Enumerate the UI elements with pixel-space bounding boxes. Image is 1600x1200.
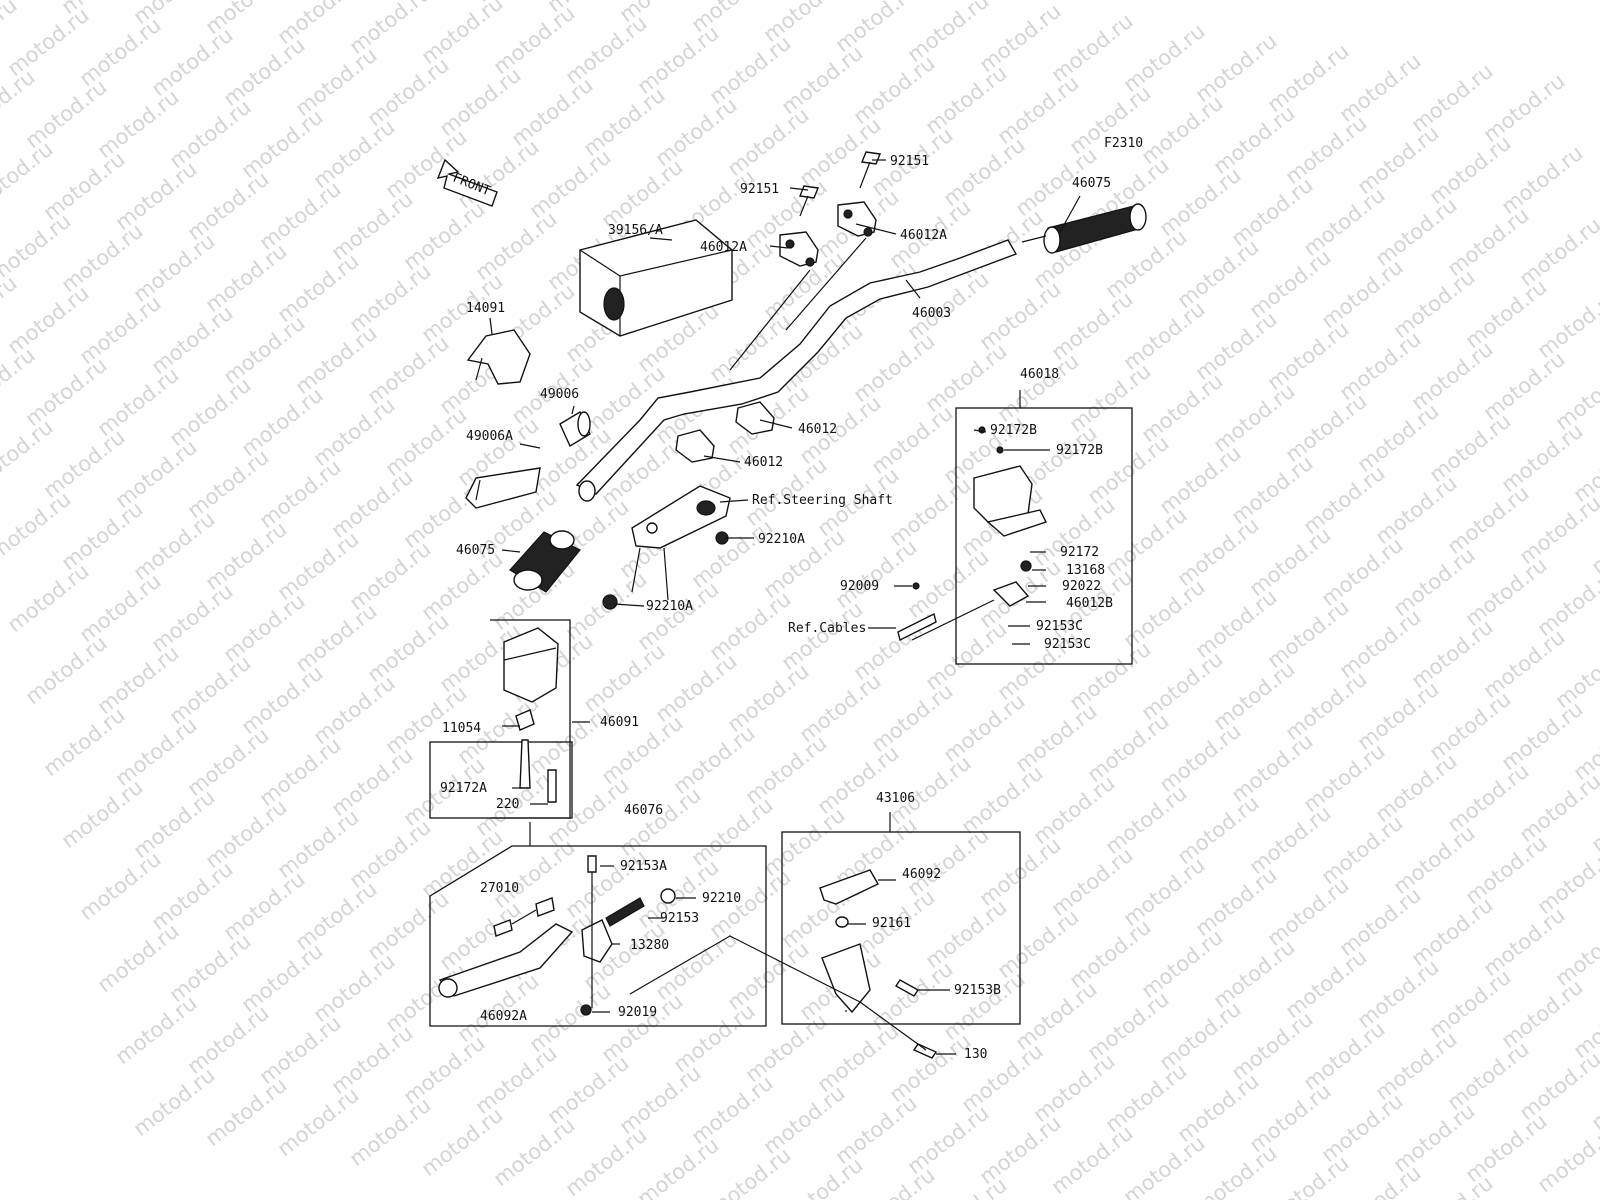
switch-46091: [503, 627, 559, 703]
label-46092: 46092: [902, 867, 941, 882]
bolt-92151-left: [799, 185, 819, 217]
nut-92210A-b: [602, 594, 618, 610]
box-43106: [781, 831, 1021, 1025]
bolt-130: [912, 1043, 938, 1059]
spring-92153: [605, 897, 645, 927]
clamp-46012B: [992, 560, 1032, 607]
label-46092A: 46092A: [480, 1009, 527, 1024]
box-46076: [429, 845, 767, 1027]
switch-46018: [973, 426, 1047, 537]
cable-27010: [493, 897, 555, 937]
lever-46092: [819, 869, 879, 905]
label-220: 220: [496, 797, 519, 812]
label-92161: 92161: [872, 916, 911, 931]
bolt-92151-right: [859, 151, 881, 189]
label-92151-b: 92151: [890, 154, 929, 169]
lower-clamp-b: [675, 429, 715, 463]
label-92172A: 92172A: [440, 781, 487, 796]
handlebar-pad: [579, 219, 733, 337]
label-92210A-b: 92210A: [646, 599, 693, 614]
cap-92161: [835, 916, 849, 928]
label-92210: 92210: [702, 891, 741, 906]
housing-49006A: [465, 467, 541, 509]
label-92151-a: 92151: [740, 182, 779, 197]
label-figure-id: F2310: [1104, 136, 1143, 151]
label-92153B: 92153B: [954, 983, 1001, 998]
steering-plate: [631, 485, 731, 601]
label-92153: 92153: [660, 911, 699, 926]
right-grip: [1021, 203, 1147, 254]
label-92153C-a: 92153C: [1036, 619, 1083, 634]
label-46091: 46091: [600, 715, 639, 730]
label-ref-cables: Ref.Cables: [788, 621, 866, 636]
leader-lines: [489, 159, 1081, 1055]
label-92172B-b: 92172B: [1056, 443, 1103, 458]
label-11054: 11054: [442, 721, 481, 736]
handlebar: [575, 239, 1018, 495]
front-arrow-icon: FRONT: [436, 158, 498, 207]
holder-13280: [581, 919, 613, 963]
label-92153A: 92153A: [620, 859, 667, 874]
label-46012-a: 46012: [798, 422, 837, 437]
label-46018: 46018: [1020, 367, 1059, 382]
label-27010: 27010: [480, 881, 519, 896]
screw-92172A: [519, 739, 531, 789]
lever-46092A: [438, 923, 574, 998]
label-46075-r: 46075: [1072, 176, 1111, 191]
label-130: 130: [964, 1047, 987, 1062]
bolt-92153A: [587, 855, 597, 873]
label-13168: 13168: [1066, 563, 1105, 578]
nut-92019: [580, 1004, 592, 1016]
screw-220: [547, 769, 557, 803]
label-46012B: 46012B: [1066, 596, 1113, 611]
label-43106: 43106: [876, 791, 915, 806]
cap-92210: [660, 888, 676, 904]
label-92172B-a: 92172B: [990, 423, 1037, 438]
label-39156A: 39156/A: [608, 223, 663, 238]
label-49006A: 49006A: [466, 429, 513, 444]
label-46003: 46003: [912, 306, 951, 321]
label-92172: 92172: [1060, 545, 1099, 560]
throttle-49006: [559, 410, 591, 448]
bracket-43106: [821, 943, 871, 1014]
label-92022: 92022: [1062, 579, 1101, 594]
label-46075-l: 46075: [456, 543, 495, 558]
lower-clamp-a: [735, 401, 775, 435]
label-92019: 92019: [618, 1005, 657, 1020]
label-49006: 49006: [540, 387, 579, 402]
bolt-92153B: [894, 979, 920, 997]
label-14091: 14091: [466, 301, 505, 316]
upper-clamp-right: [837, 201, 877, 237]
box-46018: [955, 407, 1133, 665]
left-grip: [509, 530, 581, 593]
label-46012A-r: 46012A: [900, 228, 947, 243]
label-ref-steering: Ref.Steering Shaft: [752, 493, 893, 508]
label-92009: 92009: [840, 579, 879, 594]
cover-14091: [466, 329, 531, 385]
label-13280: 13280: [630, 938, 669, 953]
label-46076: 46076: [624, 803, 663, 818]
clip-11054: [515, 709, 535, 731]
label-92210A-a: 92210A: [758, 532, 805, 547]
label-46012A-l: 46012A: [700, 240, 747, 255]
upper-clamp-left: [779, 231, 819, 267]
label-46012-b: 46012: [744, 455, 783, 470]
label-92153C-b: 92153C: [1044, 637, 1091, 652]
